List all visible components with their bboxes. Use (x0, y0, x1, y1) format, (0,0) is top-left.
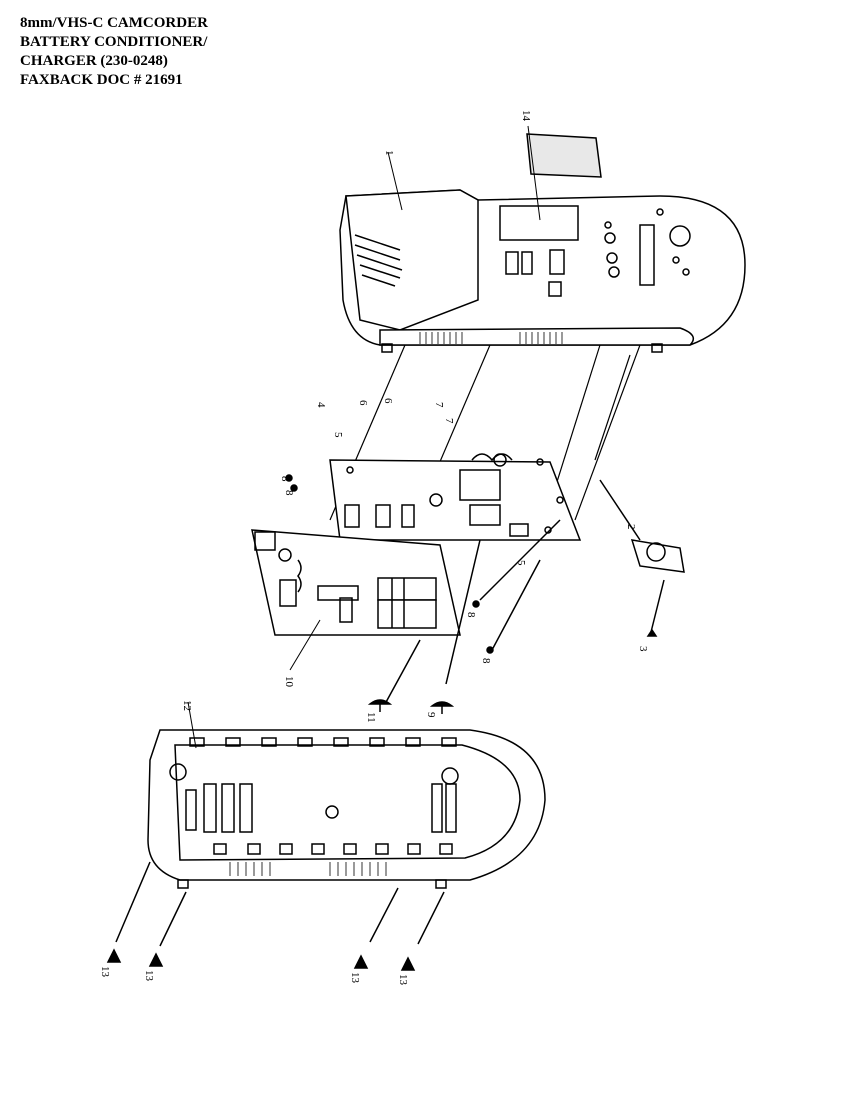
callout-8b: 8 (283, 490, 295, 496)
screws-9-and-11 (367, 539, 481, 714)
callout-2: 2 (625, 524, 637, 530)
callout-12: 12 (181, 700, 193, 711)
main-circuit-board (329, 453, 582, 541)
title-line-2: BATTERY CONDITIONER/ (20, 34, 208, 50)
callout-13c: 13 (349, 972, 361, 984)
leader-lines (187, 125, 541, 749)
callout-9: 9 (425, 712, 437, 718)
title-line-1: 8mm/VHS-C CAMCORDER (20, 15, 208, 31)
callout-7b: 7 (443, 418, 455, 424)
callout-4: 4 (315, 402, 327, 408)
callout-8d: 8 (480, 658, 492, 664)
callout-14: 14 (520, 110, 532, 122)
callout-6a: 6 (357, 400, 369, 406)
callout-7a: 7 (433, 402, 445, 408)
callout-labels: 1 14 2 3 4 5 5 6 6 7 7 8 8 8 8 9 10 11 1… (99, 110, 649, 986)
part-2-switch-bracket (599, 479, 685, 573)
part-10-lower-board (251, 529, 461, 636)
part-1-top-cover (339, 189, 746, 353)
callout-5b: 5 (515, 560, 527, 566)
callout-13d: 13 (397, 974, 409, 986)
callout-3: 3 (637, 646, 649, 652)
title-line-3: CHARGER (230-0248) (20, 53, 168, 69)
callout-8a: 8 (279, 476, 291, 482)
callout-10: 10 (283, 676, 295, 688)
callout-13b: 13 (143, 970, 155, 982)
callout-6b: 6 (382, 398, 394, 404)
part-12-bottom-case (147, 729, 546, 889)
screws-13 (106, 861, 445, 971)
callout-8c: 8 (465, 612, 477, 618)
part-14-label-plate (526, 133, 602, 178)
callout-13a: 13 (99, 966, 111, 978)
callout-1: 1 (383, 150, 395, 156)
callout-5a: 5 (332, 432, 344, 438)
callout-11: 11 (365, 712, 377, 723)
title-line-4: FAXBACK DOC # 21691 (20, 72, 183, 88)
document-title-block: 8mm/VHS-C CAMCORDER BATTERY CONDITIONER/… (20, 14, 208, 90)
screws-8 (285, 474, 561, 654)
part-3-screw (646, 579, 665, 637)
